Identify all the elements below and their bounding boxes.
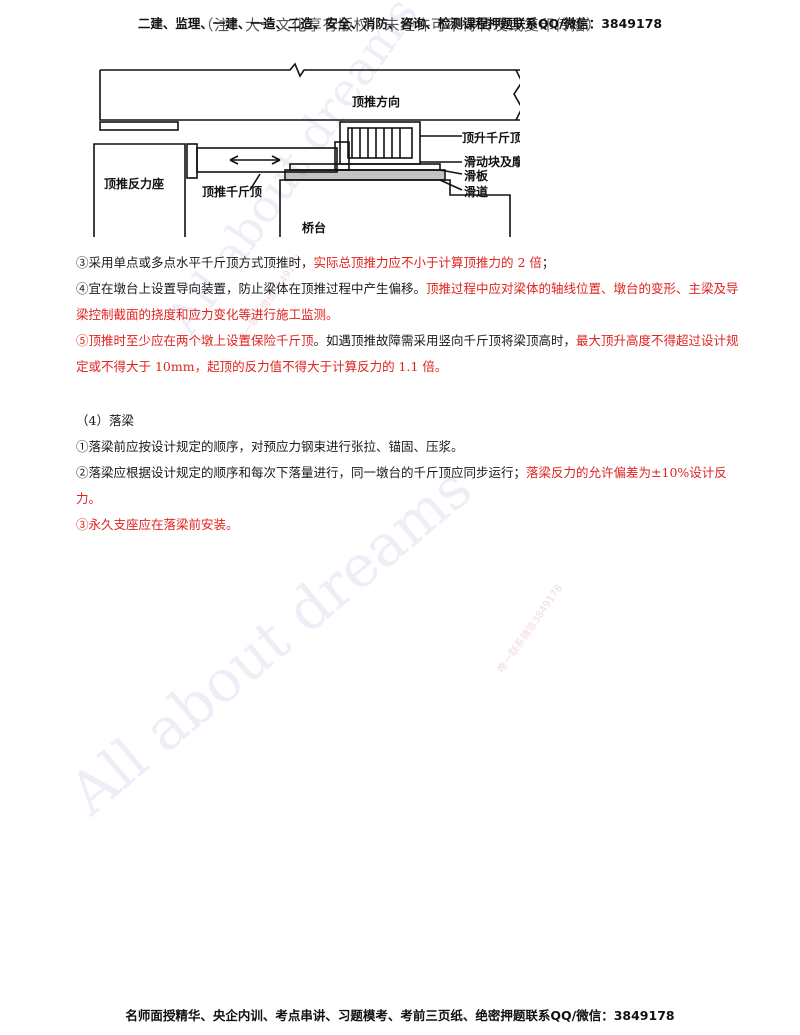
incremental-launching-diagram: 顶推方向 顶升千斤顶 滑动块及摩擦垫 滑板 滑道 顶推反力座 顶推千斤顶 桥台 — [93, 62, 520, 237]
copyright-notice: （注：大一文化享有版权，未经许可不得转发或复印传播） — [198, 16, 602, 34]
highlight-text: 最大顶升高度不得超过设计规定或不得大于 10mm，起顶的反力值不得大于计算反力的… — [76, 333, 739, 374]
highlight-text: ⑤顶推时至少应在两个墩上设置保险千斤顶 — [76, 333, 314, 348]
label-lift-jack: 顶升千斤顶 — [462, 130, 520, 145]
highlight-text: 落梁反力的允许偏差为±10%设计反力。 — [76, 465, 727, 506]
label-abutment: 桥台 — [302, 220, 326, 235]
label-push-jack: 顶推千斤顶 — [202, 184, 262, 199]
label-slide-plate: 滑板 — [464, 168, 489, 183]
list-item: ②落梁应根据设计规定的顺序和每次下落量进行，同一墩台的千斤顶应同步运行；落梁反力… — [76, 465, 727, 506]
label-reaction-seat: 顶推反力座 — [104, 176, 164, 191]
header-ad: 二建、监理、一建、一造、二造、安全、消防、咨询、检测课程押题联系QQ/微信：38… — [137, 16, 663, 31]
highlight-text: 顶推过程中应对梁体的轴线位置、墩台的变形、主梁及导梁控制截面的挠度和应力变化等进… — [76, 281, 739, 322]
paragraph-4: ④宜在墩台上设置导向装置，防止梁体在顶推过程中产生偏移。顶推过程中应对梁体的轴线… — [76, 281, 739, 322]
list-item: ③永久支座应在落梁前安装。 — [76, 517, 239, 532]
watermark-wechat: 唯一联系微信3849178 — [495, 583, 565, 675]
list-item: ①落梁前应按设计规定的顺序，对预应力钢束进行张拉、锚固、压浆。 — [76, 439, 464, 454]
label-slider-pad: 滑动块及摩擦垫 — [464, 154, 520, 169]
label-push-direction: 顶推方向 — [352, 94, 400, 109]
paragraph-5: ⑤顶推时至少应在两个墩上设置保险千斤顶。如遇顶推故障需采用竖向千斤顶将梁顶高时，… — [76, 333, 739, 374]
label-slide-track: 滑道 — [464, 184, 488, 199]
footer-ad: 名师面授精华、央企内训、考点串讲、习题模考、考前三页纸、绝密押题联系QQ/微信：… — [125, 1008, 675, 1023]
highlight-text: 实际总顶推力应不小于计算顶推力的 2 倍 — [313, 255, 542, 270]
paragraph-3: ③采用单点或多点水平千斤顶方式顶推时，实际总顶推力应不小于计算顶推力的 2 倍； — [76, 255, 555, 270]
section-title: （4）落梁 — [76, 413, 134, 428]
